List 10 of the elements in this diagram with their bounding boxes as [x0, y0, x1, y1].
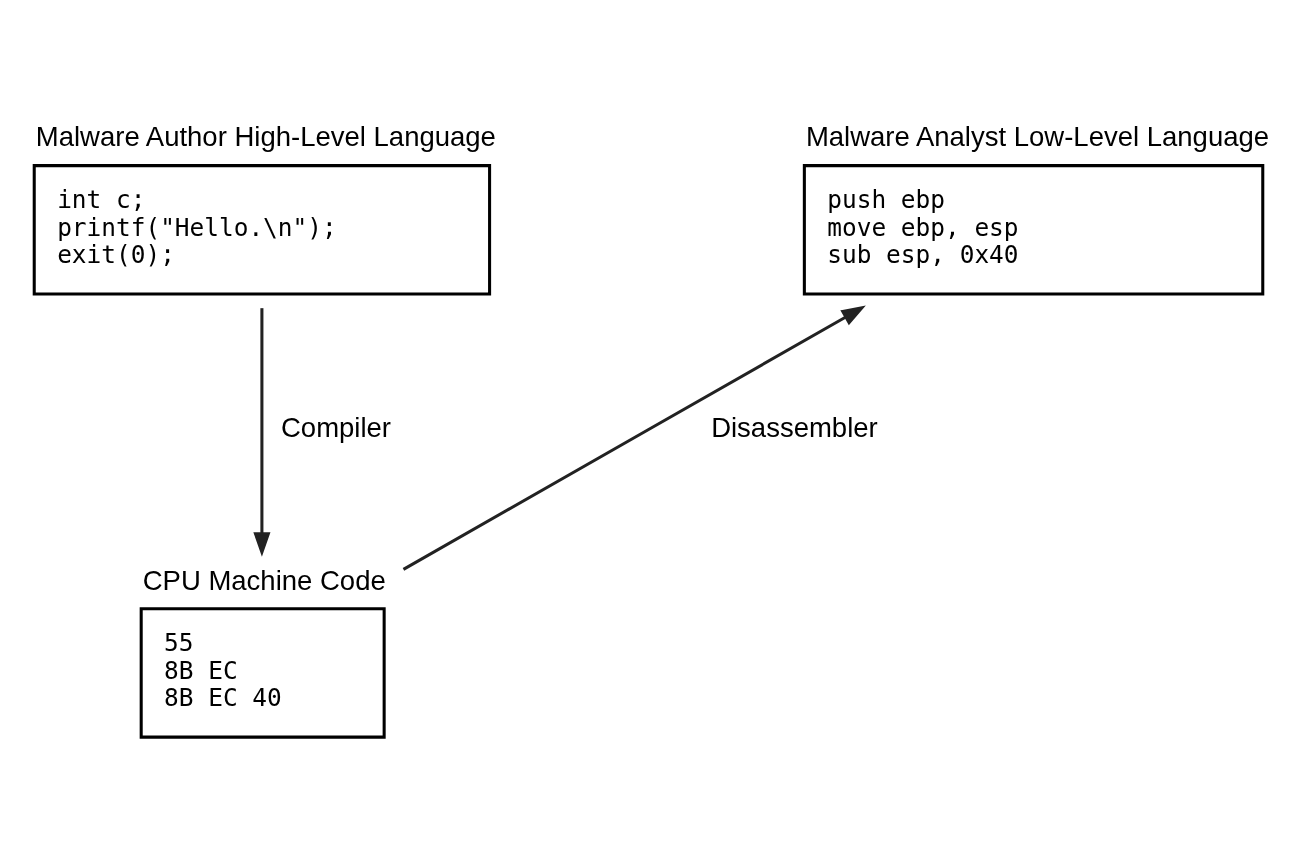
node-label: Malware Analyst Low-Level Language	[805, 121, 1270, 153]
arrow	[253, 308, 271, 557]
arrow	[402, 305, 866, 571]
node-label: Malware Author High-Level Language	[35, 121, 496, 153]
edge-label: Disassembler	[711, 411, 878, 443]
edge-label: Compiler	[281, 411, 392, 443]
node-box: 55 8B EC 8B EC 40	[139, 607, 386, 739]
node-box: push ebp move ebp, esp sub esp, 0x40	[802, 164, 1265, 296]
node-label: CPU Machine Code	[142, 564, 386, 596]
node-box: int c; printf("Hello.\n"); exit(0);	[32, 164, 492, 296]
